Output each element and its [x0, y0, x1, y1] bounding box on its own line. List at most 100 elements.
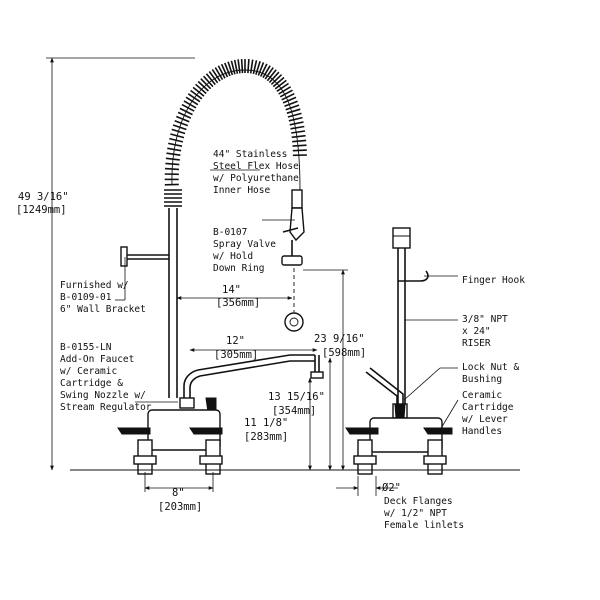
svg-text:Cartridge: Cartridge — [462, 402, 514, 413]
dim-center-spacing-mm: [203mm] — [158, 501, 202, 513]
svg-text:Female linlets: Female linlets — [384, 520, 464, 531]
dim-nozzle-reach-mm: [305mm] — [214, 349, 258, 361]
side-body — [345, 417, 453, 475]
spring-coil — [264, 67, 274, 80]
svg-text:w/ 1/2" NPT: w/ 1/2" NPT — [384, 508, 447, 519]
spring-coil — [272, 76, 285, 88]
svg-text:6" Wall Bracket: 6" Wall Bracket — [60, 304, 146, 315]
callout-wall-bracket: Furnished w/ B-0109-01 6" Wall Bracket — [60, 280, 146, 315]
spray-valve — [281, 189, 305, 332]
callout-spray-valve: B-0107 Spray Valve w/ Hold Down Ring — [213, 227, 276, 274]
svg-text:w/ Lever: w/ Lever — [462, 414, 508, 425]
spring-coil — [252, 60, 258, 75]
spring-coil — [217, 65, 226, 79]
side-nozzle — [365, 367, 408, 419]
svg-text:x 24": x 24" — [462, 326, 491, 337]
dim-nozzle-reach: 12" — [226, 335, 245, 347]
svg-text:B-0107: B-0107 — [213, 227, 247, 238]
dim-nozzle-height: 13 15/16" — [268, 391, 325, 403]
spring-coil — [286, 108, 301, 114]
finger-hook — [398, 270, 429, 282]
spring-coil — [278, 86, 292, 95]
spring-coil — [192, 86, 205, 97]
spring-coil — [208, 71, 219, 84]
spring-coil — [237, 59, 241, 74]
callout-riser: 3/8" NPT x 24" RISER — [462, 314, 508, 349]
spring-coil — [249, 59, 254, 74]
spring-coil — [270, 74, 283, 85]
svg-text:Add-On Faucet: Add-On Faucet — [60, 354, 134, 365]
callout-flanges: Deck Flanges w/ 1/2" NPT Female linlets — [384, 496, 464, 531]
svg-text:44" Stainless: 44" Stainless — [213, 149, 287, 160]
spring-coil — [292, 139, 307, 143]
svg-text:Down Ring: Down Ring — [213, 263, 264, 274]
spring-coil — [227, 61, 234, 76]
riser-pipe — [168, 208, 178, 398]
spring-coil — [257, 62, 265, 76]
spring-coil — [276, 82, 289, 92]
spring-coil — [230, 60, 236, 75]
spring-coil — [233, 59, 239, 74]
svg-text:Swing Nozzle w/: Swing Nozzle w/ — [60, 390, 146, 401]
spring-coil — [284, 100, 298, 107]
spring-coil — [287, 112, 302, 118]
spring-coil — [211, 68, 221, 82]
dim-faucet-height: 11 1/8" — [244, 417, 288, 429]
flex-hose — [171, 69, 301, 191]
spring-coil — [197, 80, 209, 92]
spring-coil — [224, 62, 231, 77]
spring-coil — [266, 69, 277, 82]
svg-text:w/ Polyurethane: w/ Polyurethane — [213, 173, 299, 184]
callout-hose: 44" Stainless Steel Flex Hose w/ Polyure… — [213, 149, 299, 196]
svg-text:Inner Hose: Inner Hose — [213, 185, 270, 196]
spring-coil — [259, 63, 268, 77]
spring-coil — [291, 134, 306, 139]
svg-text:B-0109-01: B-0109-01 — [60, 292, 112, 303]
dim-nozzle-height-mm: [354mm] — [272, 405, 316, 417]
svg-text:RISER: RISER — [462, 338, 491, 349]
callout-finger-hook: Finger Hook — [462, 275, 525, 286]
spring-coil — [279, 89, 293, 98]
svg-text:3/8" NPT: 3/8" NPT — [462, 314, 508, 325]
spring-coil — [291, 130, 306, 134]
spring-coil — [220, 63, 229, 78]
dim-center-spacing: 8" — [172, 487, 185, 499]
spring-coil — [214, 67, 224, 81]
dimension-lines — [46, 57, 398, 496]
callout-lock-nut: Lock Nut & Bushing — [462, 362, 519, 385]
spring-coil — [240, 59, 244, 74]
swing-nozzle — [179, 354, 324, 413]
dim-riser-height-mm: [598mm] — [322, 347, 366, 359]
wall-bracket — [120, 246, 169, 267]
svg-text:Spray Valve: Spray Valve — [213, 239, 276, 250]
spring-coil — [247, 59, 250, 74]
spring-coil — [268, 71, 280, 84]
dim-spray-reach: 14" — [222, 284, 241, 296]
spring-coil — [290, 125, 305, 130]
spring-coil — [203, 75, 214, 88]
side-view-faucet — [345, 227, 453, 475]
svg-text:Bushing: Bushing — [462, 374, 502, 385]
spring-coil — [292, 149, 307, 152]
dim-faucet-height-mm: [283mm] — [244, 431, 288, 443]
svg-text:w/ Ceramic: w/ Ceramic — [60, 366, 117, 377]
leader-lines — [115, 169, 459, 431]
dim-overall-height-mm: [1249mm] — [16, 204, 67, 216]
svg-text:Ceramic: Ceramic — [462, 390, 502, 401]
svg-text:Cartridge &: Cartridge & — [60, 378, 123, 389]
svg-text:Handles: Handles — [462, 426, 502, 437]
svg-text:w/ Hold: w/ Hold — [213, 251, 253, 262]
spring-coil — [262, 65, 271, 79]
spring-coil — [190, 89, 203, 100]
spring-coil — [255, 60, 261, 75]
svg-text:Steel Flex Hose: Steel Flex Hose — [213, 161, 299, 172]
spring-coil — [282, 96, 297, 104]
svg-text:Furnished w/: Furnished w/ — [60, 280, 129, 291]
front-view-faucet — [117, 59, 324, 475]
callout-add-on-faucet: B-0155-LN Add-On Faucet w/ Ceramic Cartr… — [60, 342, 152, 413]
svg-text:Stream Regulator: Stream Regulator — [60, 402, 152, 413]
spring-coil — [195, 83, 207, 95]
dim-flange-diameter: Ø2" — [382, 482, 401, 494]
spring-coil — [205, 73, 216, 86]
